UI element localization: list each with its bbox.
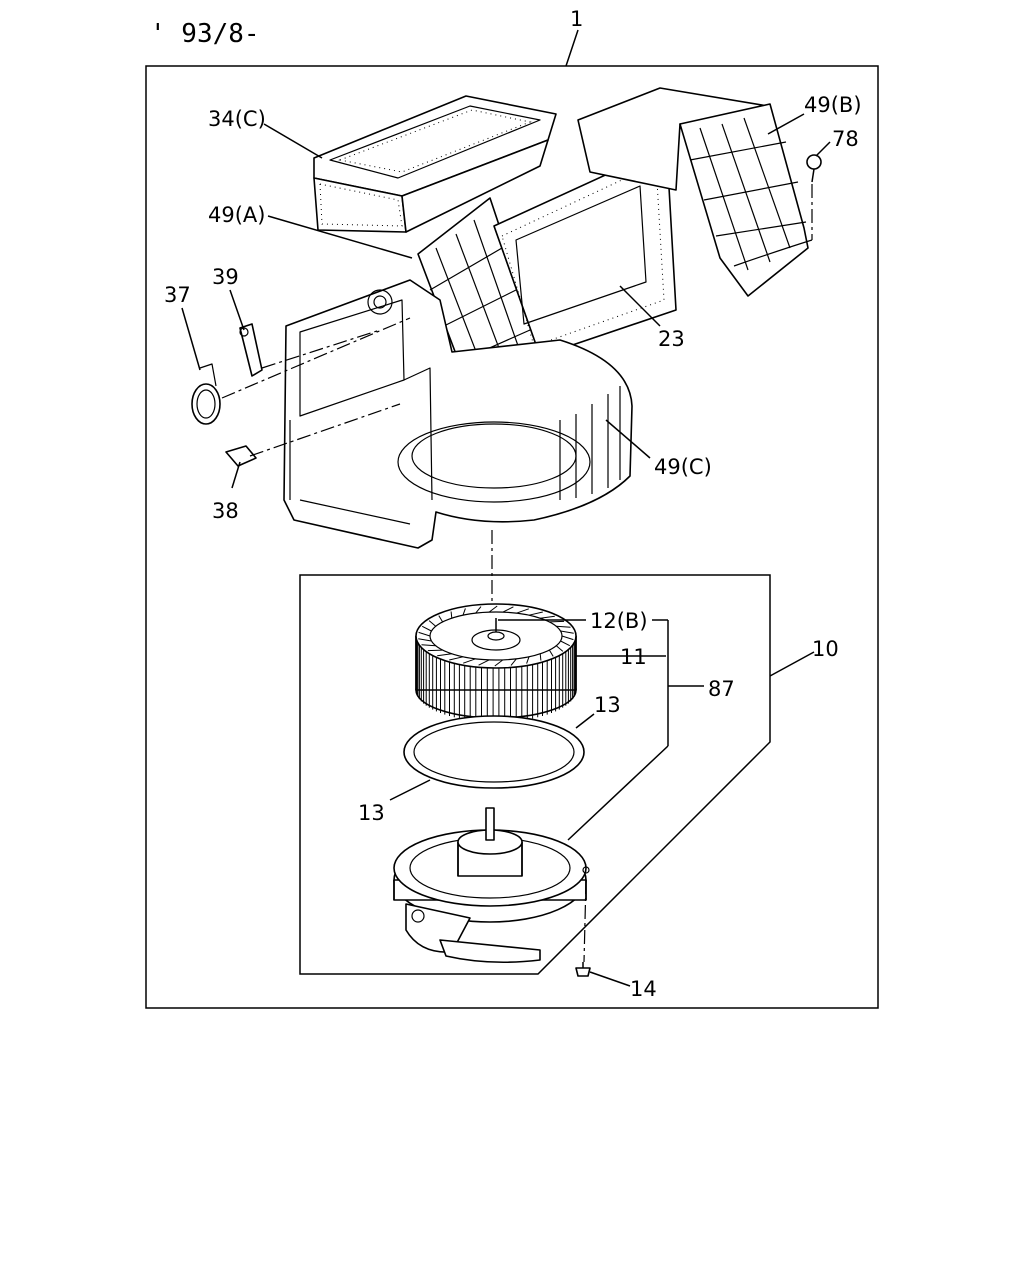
revision-label: ' 93/8- [150, 19, 260, 49]
fan-vane [539, 653, 542, 661]
fan-vane [437, 653, 452, 657]
part-78-screw [806, 154, 822, 183]
callout-87: 87 [708, 677, 735, 701]
callout-11: 11 [620, 645, 647, 669]
fan-vane [549, 620, 565, 623]
callout-34c: 34(C) [208, 107, 266, 131]
part-14-screw [575, 879, 591, 977]
fan-vane [449, 656, 464, 661]
fan-vane [427, 649, 443, 652]
inner-frame-blower-assembly [299, 574, 771, 975]
fan-vane [560, 630, 574, 634]
fan-vane [478, 659, 490, 666]
fan-vane [450, 611, 453, 619]
callout-38: 38 [212, 499, 239, 523]
fan-vane [502, 606, 514, 613]
fan-vane [540, 615, 555, 619]
part-39-clip [239, 323, 263, 377]
fan-vane [494, 659, 504, 667]
fan-vane [510, 658, 517, 666]
part-49c-scroll-housing [283, 279, 633, 549]
fan-vane [560, 640, 571, 647]
callout-13-upper: 13 [594, 693, 621, 717]
callout-49c: 49(C) [654, 455, 712, 479]
fan-vane [421, 644, 436, 647]
fan-vane [528, 611, 543, 616]
callout-37: 37 [164, 283, 191, 307]
callout-23: 23 [658, 327, 685, 351]
fan-vane [526, 656, 530, 664]
part-49b-side-panel [577, 87, 813, 297]
fan-vane [421, 625, 432, 632]
fan-vane [462, 608, 466, 616]
fan-vane [556, 625, 571, 628]
leader-lines [181, 113, 831, 987]
fan-vane [463, 658, 476, 664]
callout-13-lower: 13 [358, 801, 385, 825]
callout-10: 10 [812, 637, 839, 661]
fan-vane [438, 615, 444, 623]
callout-49b: 49(B) [804, 93, 862, 117]
fan-vane [516, 608, 529, 614]
part-13-gasket [403, 715, 585, 789]
callout-49a: 49(A) [208, 203, 265, 227]
part-11-fan-wheel [415, 603, 577, 722]
part-34c-filter-box [313, 95, 557, 233]
callout-1: 1 [570, 7, 583, 31]
fan-vane [475, 606, 482, 614]
fan-vane [548, 649, 554, 657]
callout-12b: 12(B) [590, 609, 648, 633]
part-37-ring [191, 363, 221, 425]
fan-vane [555, 645, 564, 652]
fan-vane [488, 605, 498, 613]
fan-vane [561, 635, 574, 641]
fan-vane [428, 620, 437, 627]
part-87-motor [393, 807, 590, 964]
callout-14: 14 [630, 977, 657, 1001]
callout-39: 39 [212, 265, 239, 289]
callout-78: 78 [832, 127, 859, 151]
upper-housing-group [191, 87, 822, 549]
fan-vane [418, 638, 432, 642]
outer-frame [145, 65, 879, 1009]
part-38-clip [225, 445, 257, 467]
fan-vane [418, 631, 431, 637]
